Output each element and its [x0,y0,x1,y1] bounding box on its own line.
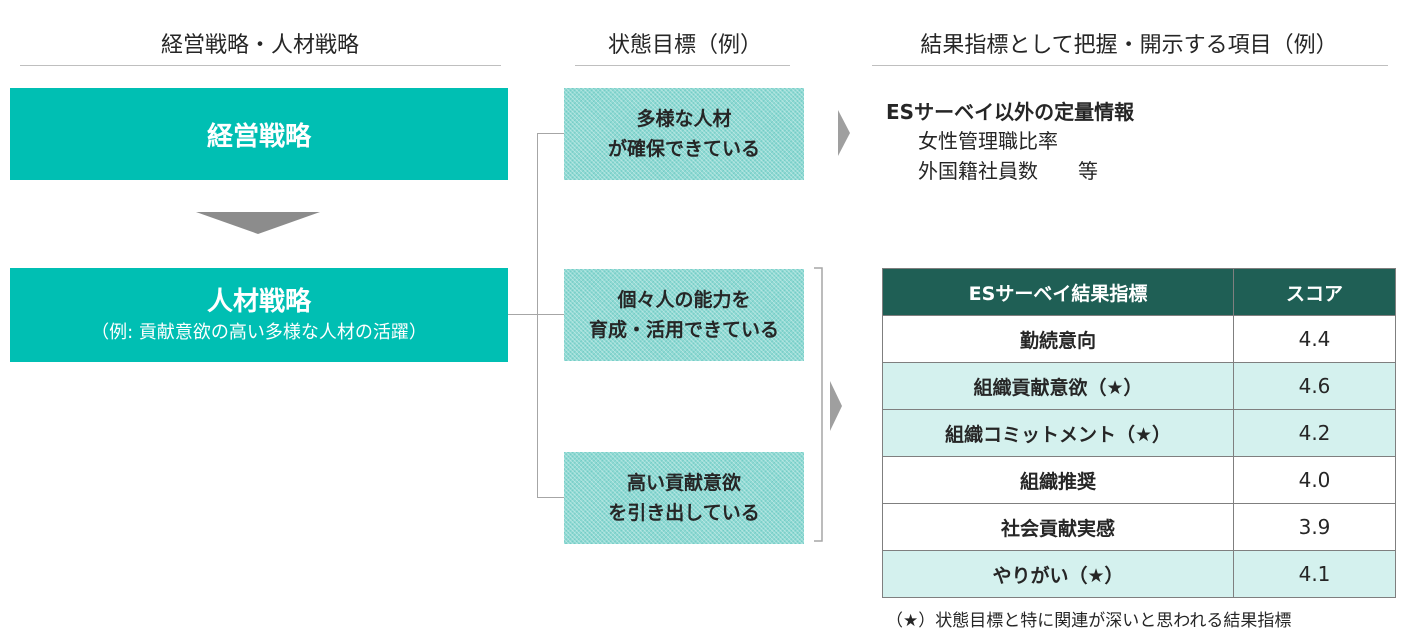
connector-goal-2 [537,314,564,315]
business-strategy-label: 経営戦略 [206,121,311,152]
connector-hr-horizontal [508,314,538,315]
hr-strategy-label: 人材戦略 [206,287,311,317]
right-arrow-icon [830,381,842,431]
goal-line-2: を引き出している [608,502,760,524]
table-row: 組織貢献意欲（★） 4.6 [882,362,1396,410]
footnote: （★）状態目標と特に関連が深いと思われる結果指標 [886,611,1292,631]
header-rule-strategy [20,65,501,66]
metric-score: 4.0 [1233,456,1396,504]
table-row: 勤続意向 4.4 [882,315,1396,363]
goal-box: 多様な人材 が確保できている [564,88,804,180]
table-header-row: ESサーベイ結果指標 スコア [882,268,1396,316]
goal-line-2: が確保できている [607,138,760,160]
table-row: 組織推奨 4.0 [882,456,1396,504]
column-header-score: スコア [1233,268,1396,316]
table-row: 社会貢献実感 3.9 [882,503,1396,551]
header-rule-result-items [872,65,1388,66]
metric-score: 4.2 [1233,409,1396,457]
metric-name: 組織貢献意欲（★） [882,362,1234,410]
right-arrow-icon [838,110,850,156]
metric-name: 組織推奨 [882,456,1234,504]
connector-goal-1 [537,133,564,134]
down-arrow-icon [196,212,320,234]
goal-line-1: 個々人の能力を [617,289,751,311]
connector-vertical [537,133,538,498]
business-strategy-box: 経営戦略 [10,88,508,180]
column-header-metric: ESサーベイ結果指標 [882,268,1234,316]
goal-line-2: 育成・活用できている [588,319,779,341]
quant-item: 女性管理職比率 [918,129,1058,153]
metric-name: 社会貢献実感 [882,503,1234,551]
metric-name: 組織コミットメント（★） [882,409,1234,457]
metric-score: 3.9 [1233,503,1396,551]
hr-strategy-note: （例: 貢献意欲の高い多様な人材の活躍） [91,322,427,343]
table-row: 組織コミットメント（★） 4.2 [882,409,1396,457]
metric-score: 4.1 [1233,550,1396,598]
connector-goal-3 [537,497,564,498]
metric-name: 勤続意向 [882,315,1234,363]
es-survey-table: ESサーベイ結果指標 スコア 勤続意向 4.4 組織貢献意欲（★） 4.6 組織… [882,268,1396,598]
quant-item: 外国籍社員数 等 [918,159,1098,183]
header-rule-state-goals [575,65,790,66]
metric-score: 4.4 [1233,315,1396,363]
goal-box: 高い貢献意欲 を引き出している [564,452,804,544]
quant-title: ESサーベイ以外の定量情報 [886,100,1135,124]
header-state-goals: 状態目標（例） [607,33,762,58]
goal-box: 個々人の能力を 育成・活用できている [564,269,804,361]
goal-line-1: 高い貢献意欲 [626,472,741,494]
goal-line-1: 多様な人材 [636,108,732,130]
metric-name: やりがい（★） [882,550,1234,598]
hr-strategy-box: 人材戦略 （例: 貢献意欲の高い多様な人材の活躍） [10,268,508,362]
table-row: やりがい（★） 4.1 [882,550,1396,598]
metric-score: 4.6 [1233,362,1396,410]
bracket-icon [814,267,823,542]
header-result-items: 結果指標として把握・開示する項目（例） [920,33,1338,58]
header-strategy: 経営戦略・人材戦略 [160,33,359,58]
